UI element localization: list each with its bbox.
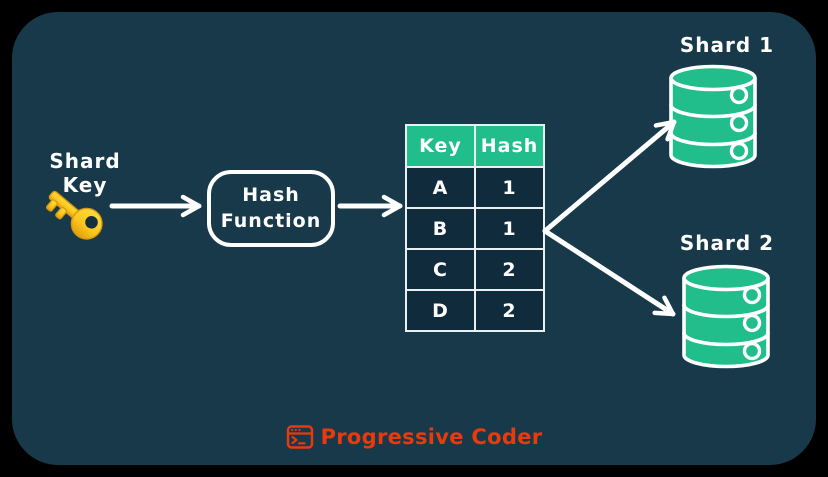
table-row: C 2 [405,248,545,291]
hash-function-label-line2: Function [220,209,322,232]
hash-function-label-line1: Hash [242,183,300,206]
table-cell-hash: 1 [474,166,545,209]
shard-key-label: Shard Key [49,149,121,197]
table-header-key: Key [405,124,476,168]
footer-brand: Progressive Coder [0,424,828,450]
table-cell-hash: 2 [474,289,545,332]
shard-2-label: Shard 2 [679,231,775,255]
shard-2-database-icon [682,264,770,369]
brand-name: Progressive Coder [320,425,543,449]
table-cell-key: A [405,166,476,209]
table-header-row: Key Hash [405,124,545,168]
table-cell-key: C [405,248,476,291]
key-hash-table: Key Hash A 1 B 1 C 2 D 2 [405,124,545,332]
table-row: A 1 [405,166,545,209]
hash-function-box: Hash Function [207,170,335,247]
key-icon [45,190,103,240]
table-cell-hash: 1 [474,207,545,250]
table-row: D 2 [405,289,545,332]
table-header-hash: Hash [474,124,545,168]
terminal-window-icon [286,425,313,449]
table-cell-key: B [405,207,476,250]
table-cell-key: D [405,289,476,332]
shard-1-database-icon [669,64,757,169]
table-cell-hash: 2 [474,248,545,291]
table-row: B 1 [405,207,545,250]
shard-1-label: Shard 1 [679,33,775,57]
